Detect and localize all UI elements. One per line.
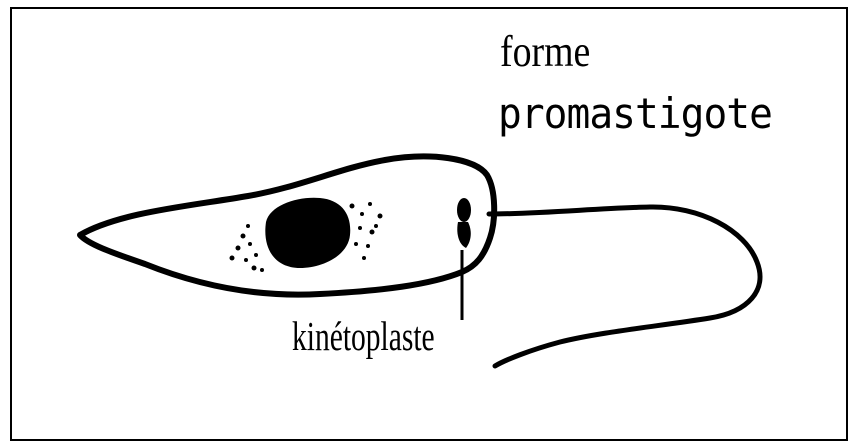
flagellum [489,207,760,366]
diagram-title-line-2: promastigote [498,93,772,135]
kinetoplaste-label: kinétoplaste [292,316,435,357]
nucleus [265,198,350,268]
kinetoplast [457,198,471,248]
diagram-title-line-1: forme [500,30,590,74]
